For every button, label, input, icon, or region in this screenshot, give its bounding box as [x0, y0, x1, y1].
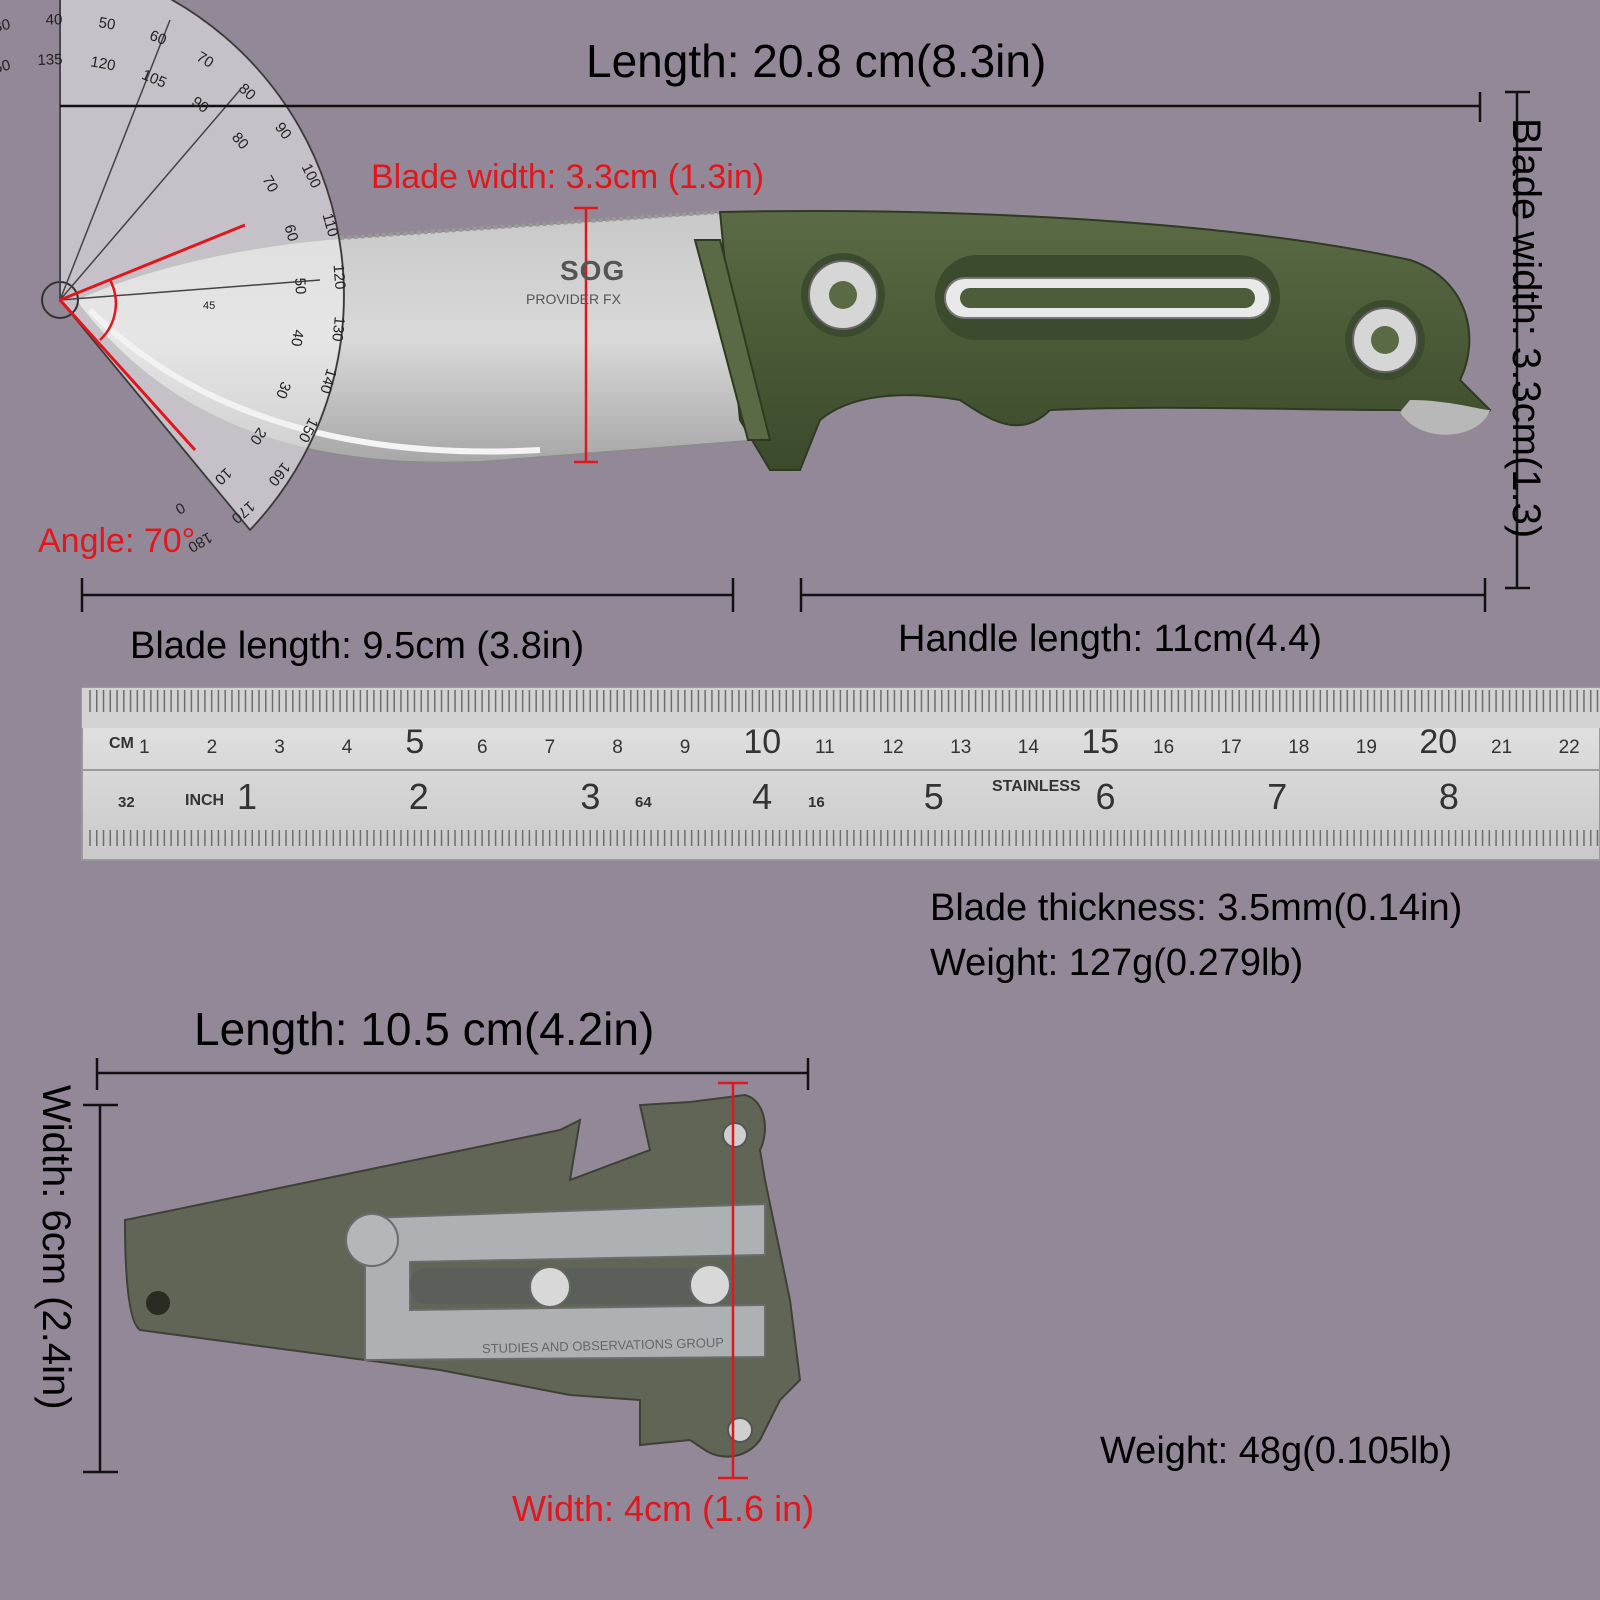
protractor-mark: 40 [45, 11, 63, 29]
blade-thickness-label: Blade thickness: 3.5mm(0.14in) [930, 887, 1463, 929]
dimension-lines [60, 90, 1530, 612]
sheath-dimension-lines [83, 1058, 810, 1474]
handle-length-label: Handle length: 11cm(4.4) [898, 618, 1322, 660]
ruler-cm-mark: 20 [1419, 723, 1458, 761]
ruler-cm-mark: 13 [950, 737, 972, 758]
ruler-cm-mark: 10 [743, 723, 782, 761]
ruler-cm-mark: 16 [1153, 737, 1175, 758]
blade-width-marker [574, 206, 598, 464]
blade-length-label: Blade length: 9.5cm (3.8in) [130, 625, 585, 667]
ruler-cm-mark: 19 [1355, 737, 1377, 758]
sheath-clip-width-marker [718, 1081, 748, 1480]
protractor-mark: 40 [287, 328, 307, 349]
ruler-small-label-16: 16 [808, 794, 825, 811]
protractor-mark: 50 [290, 276, 309, 295]
ruler-inch-mark: 1 [237, 776, 258, 817]
knife-brand: SOG [560, 255, 626, 286]
protractor-mark: 135 [37, 51, 64, 70]
protractor [41, 0, 345, 532]
ruler-cm-mark: 15 [1081, 723, 1120, 761]
ruler-cm-mark: 12 [882, 737, 904, 758]
sheath-width-label: Width: 6cm (2.4in) [34, 1085, 78, 1410]
ruler-cm-mark: 14 [1017, 737, 1039, 758]
ruler-inch-mark: 4 [752, 776, 773, 817]
ruler-cm-mark: 8 [612, 737, 623, 758]
ruler-cm-mark: 22 [1558, 737, 1580, 758]
ruler-cm-mark: 21 [1491, 737, 1513, 758]
ruler-inch-mark: 6 [1095, 776, 1116, 817]
ruler-cm-mark: 18 [1288, 737, 1310, 758]
ruler-small-label-64: 64 [635, 794, 652, 811]
ruler [81, 687, 1600, 861]
ruler-inch-mark: 2 [408, 776, 429, 817]
ruler-small-label-32: 32 [118, 794, 135, 811]
blade-width-label: Blade width: 3.3cm (1.3in) [371, 158, 765, 196]
ruler-cm-mark: 3 [274, 737, 285, 758]
ruler-cm-mark: 2 [206, 737, 218, 758]
ruler-inch-mark: 5 [923, 776, 944, 817]
ruler-inch-mark: 3 [580, 776, 601, 817]
ruler-cm-mark: 6 [477, 737, 488, 758]
ruler-cm-unit: CM [109, 735, 134, 752]
protractor-center-mark: 45 [203, 300, 216, 312]
ruler-cm-mark: 9 [679, 737, 691, 758]
ruler-cm-mark: 4 [341, 737, 353, 758]
knife-weight-label: Weight: 127g(0.279lb) [930, 942, 1304, 984]
sheath-length-label: Length: 10.5 cm(4.2in) [194, 1003, 655, 1055]
ruler-cm-mark: 17 [1220, 737, 1242, 758]
protractor-mark: 130 [328, 315, 349, 343]
protractor-mark: 50 [97, 14, 117, 34]
ruler-cm-mark: 5 [405, 723, 425, 761]
sheath-clip-width-label: Width: 4cm (1.6 in) [512, 1488, 815, 1529]
ruler-cm-mark: 1 [139, 737, 150, 758]
protractor-mark: 120 [329, 263, 349, 290]
ruler-cm-mark: 11 [815, 737, 835, 758]
ruler-material: STAINLESS [992, 778, 1081, 795]
ruler-inch-mark: 7 [1267, 776, 1288, 817]
sheath [123, 1093, 802, 1458]
knife-model: PROVIDER FX [526, 291, 621, 307]
angle-label: Angle: 70° [38, 522, 196, 560]
knife-length-label: Length: 20.8 cm(8.3in) [586, 35, 1047, 87]
knife-handle [693, 210, 1492, 471]
ruler-cm-mark: 7 [544, 737, 556, 758]
sheath-weight-label: Weight: 48g(0.105lb) [1100, 1430, 1453, 1472]
ruler-inch-mark: 8 [1438, 776, 1459, 817]
blade-width-side-label: Blade width: 3.3cm(1.3) [1504, 118, 1548, 539]
ruler-inch-unit: INCH [185, 792, 225, 809]
